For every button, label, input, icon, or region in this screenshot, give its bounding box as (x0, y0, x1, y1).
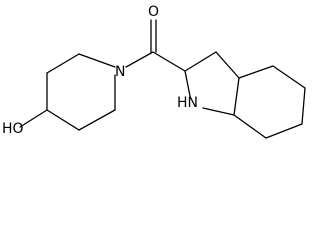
bond-pip-c2-n1 (78, 53, 116, 68)
bond-c6-c7 (265, 123, 303, 139)
hydroxyl-label: HO (2, 121, 24, 137)
bond-n1-carbonyl (125, 51, 154, 68)
bond-pip-c6-c5 (78, 109, 116, 131)
bond-c3-c3a (215, 51, 240, 79)
bond-c5-c6 (301, 87, 306, 125)
bond-pip-c3-c2 (46, 53, 80, 74)
bond-hydroxyl-c4 (19, 109, 48, 128)
bond-carbonyl-c2 (152, 51, 186, 72)
carbonyl-oxygen-label: O (148, 4, 159, 20)
bond-lines (19, 19, 306, 139)
chemical-structure-diagram: HO N O HN (2, 4, 306, 139)
bond-pip-c5-c4 (46, 109, 80, 131)
bond-c7a-nh (202, 107, 235, 116)
bond-c2-c3 (184, 51, 217, 72)
bond-c3a-c7a (233, 77, 240, 116)
indoline-nh-label: HN (177, 95, 198, 111)
piperidine-nitrogen-label: N (115, 64, 125, 80)
bond-c7-c7a (233, 114, 267, 139)
bond-c3a-c4 (238, 65, 274, 79)
bond-nh-c2 (184, 70, 191, 97)
bond-c4-c5 (272, 65, 306, 89)
